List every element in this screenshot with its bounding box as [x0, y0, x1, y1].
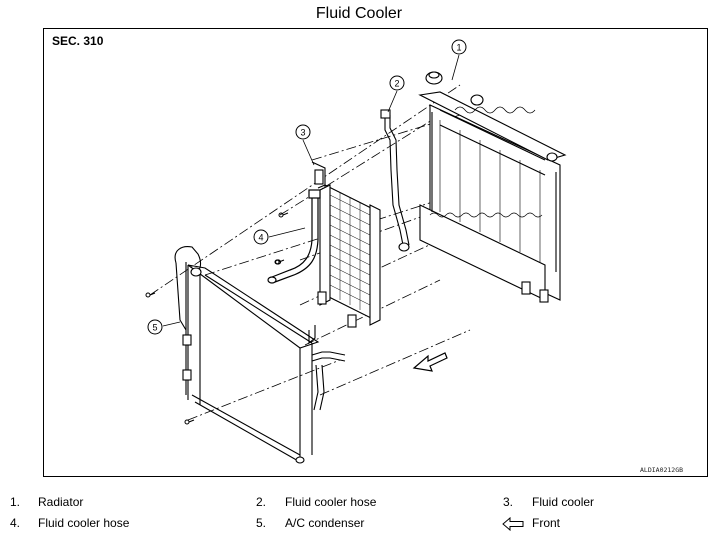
legend-num-1: 1.	[10, 495, 21, 509]
svg-text:4: 4	[258, 233, 263, 243]
svg-text:1: 1	[456, 43, 461, 53]
fluid-cooler-hose-upper	[380, 109, 410, 252]
legend-num-3: 3.	[503, 495, 514, 509]
fluid-cooler-hose-lower	[267, 189, 321, 284]
diagram-title: Fluid Cooler	[315, 5, 403, 22]
legend-label-1: Radiator	[38, 495, 84, 509]
ac-condenser	[174, 246, 346, 464]
svg-text:3: 3	[300, 128, 305, 138]
callout-1: 1	[451, 39, 467, 55]
bolts	[145, 212, 289, 425]
legend-label-front: Front	[532, 516, 561, 530]
svg-text:2: 2	[394, 79, 399, 89]
legend-num-2: 2.	[256, 495, 267, 509]
fluid-cooler	[311, 161, 381, 328]
callout-4: 4	[253, 229, 269, 245]
svg-text:5: 5	[152, 323, 157, 333]
callout-5: 5	[147, 319, 163, 335]
front-arrow-icon	[502, 517, 524, 531]
legend-label-3: Fluid cooler	[532, 495, 595, 509]
legend-num-4: 4.	[10, 516, 21, 530]
front-direction-arrow	[412, 352, 448, 372]
diagram-frame	[43, 28, 708, 477]
callout-2: 2	[389, 75, 405, 91]
legend-label-4: Fluid cooler hose	[38, 516, 130, 530]
figure-code: ALDIA0212GB	[640, 466, 684, 474]
legend-num-5: 5.	[256, 516, 267, 530]
radiator	[418, 71, 567, 303]
leader-lines	[162, 54, 460, 327]
callout-3: 3	[295, 124, 311, 140]
section-label: SEC. 310	[52, 34, 104, 48]
legend-label-2: Fluid cooler hose	[285, 495, 377, 509]
legend-label-5: A/C condenser	[285, 516, 365, 530]
